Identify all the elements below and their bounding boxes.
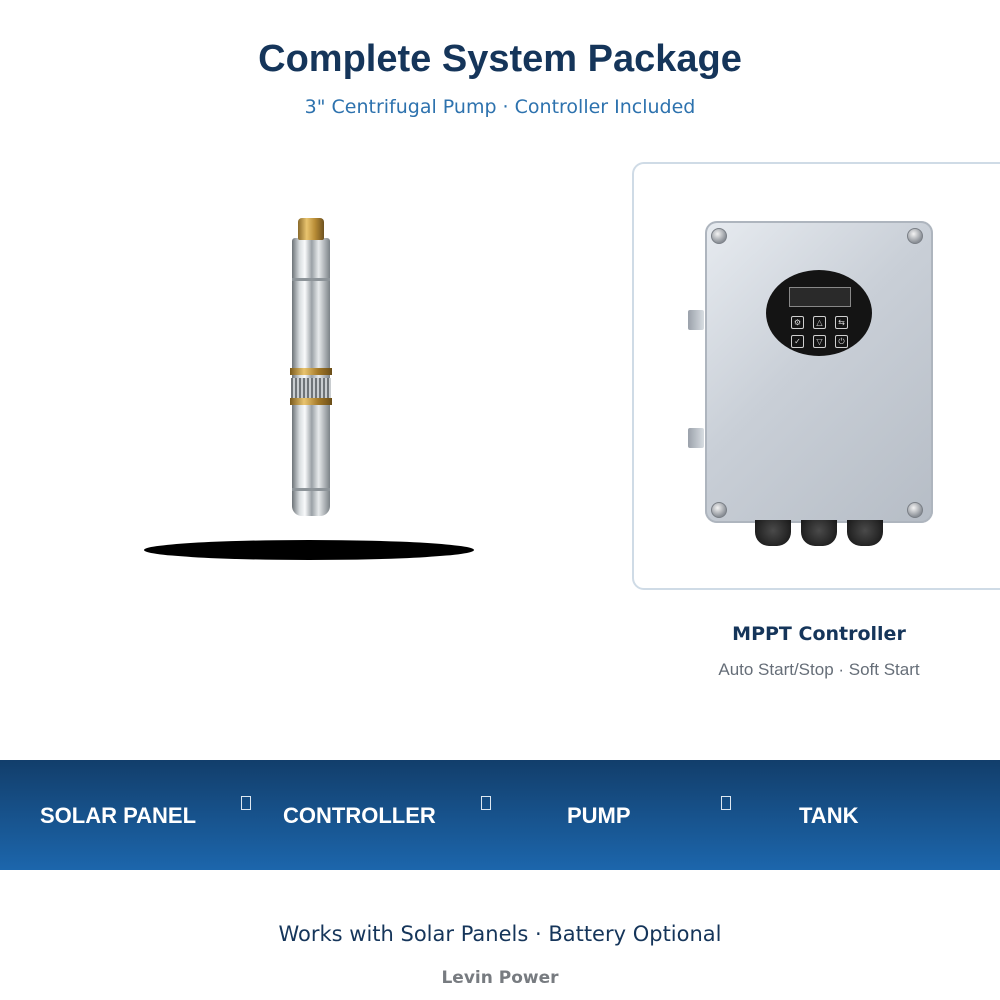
screw <box>711 228 727 244</box>
arrow-icon <box>481 796 491 810</box>
flow-item-solar-panel: SOLAR PANEL <box>40 803 197 828</box>
hinge <box>688 310 704 330</box>
flow-item-pump: PUMP <box>567 803 631 828</box>
flow-item-tank: TANK <box>799 803 859 828</box>
cable-gland <box>801 520 837 546</box>
screw <box>907 228 923 244</box>
brand-name: Levin Power <box>441 968 559 988</box>
arrow-icon <box>721 796 731 810</box>
lcd-display <box>789 287 851 307</box>
screw <box>711 502 727 518</box>
controller-name: MPPT Controller <box>732 623 906 645</box>
pump-body <box>290 218 332 518</box>
control-panel <box>766 270 872 356</box>
footer-tagline: Works with Solar Panels · Battery Option… <box>278 922 722 946</box>
cable-gland <box>755 520 791 546</box>
page-title: Complete System Package <box>258 38 742 80</box>
enter-icon: ✓ <box>791 335 804 348</box>
controller-enclosure <box>705 221 933 523</box>
down-arrow-icon: ▽ <box>813 335 826 348</box>
switch-icon: ⇆ <box>835 316 848 329</box>
flow-item-controller: CONTROLLER <box>283 803 436 828</box>
pump-image <box>140 210 480 570</box>
power-icon: ⏻ <box>835 335 848 348</box>
cable-gland <box>847 520 883 546</box>
hinge <box>688 428 704 448</box>
controller-features: Auto Start/Stop · Soft Start <box>718 660 920 679</box>
system-flow-band <box>0 760 1000 870</box>
up-arrow-icon: △ <box>813 316 826 329</box>
arrow-icon <box>241 796 251 810</box>
pump-shadow <box>144 540 474 560</box>
screw <box>907 502 923 518</box>
gear-icon: ⚙ <box>791 316 804 329</box>
page-subtitle: 3" Centrifugal Pump · Controller Include… <box>304 96 696 118</box>
